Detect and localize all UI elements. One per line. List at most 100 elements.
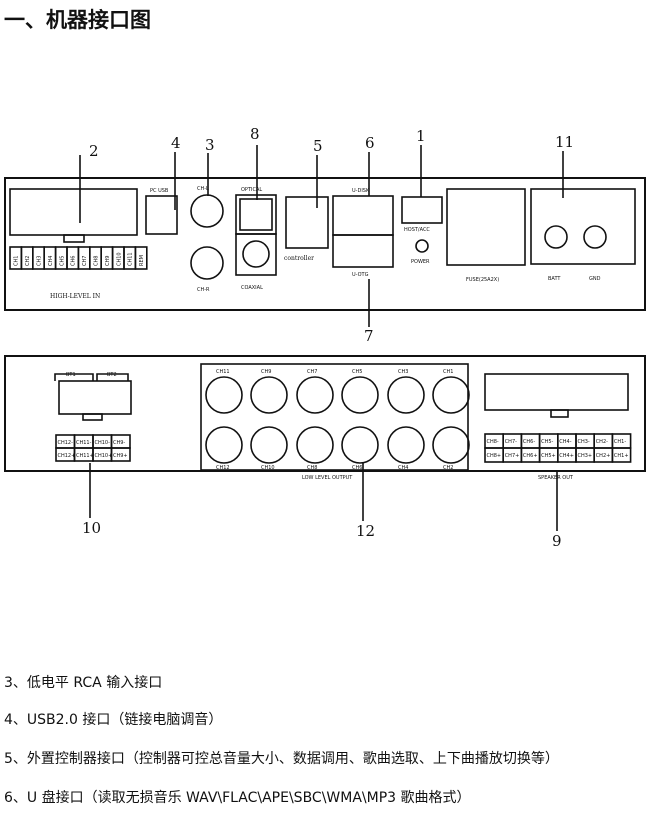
high-level-in-connector	[9, 188, 138, 236]
rca-output-label: CH1	[443, 369, 453, 375]
speaker-out-latch	[550, 409, 569, 418]
gnd-label: GND	[589, 276, 601, 282]
speaker-out-pin-label: CH4-	[559, 439, 571, 445]
section-title: 一、机器接口图	[4, 8, 151, 32]
speaker-out-pin	[611, 447, 632, 463]
bt2-label: BT2	[107, 372, 117, 378]
bt1-label: BT1	[66, 372, 76, 378]
speaker-out-connector	[484, 373, 629, 411]
speaker-out-pin-label: CH2+	[596, 453, 611, 459]
description-item-4: 4、USB2.0 接口（链接电脑调音）	[4, 712, 223, 728]
optical-port-frame	[235, 194, 277, 235]
rca-output-jack	[205, 376, 243, 414]
rca-output-label: CH10	[261, 465, 275, 471]
speaker-out-pin-label: CH5-	[541, 439, 553, 445]
high-level-pin-label: CH6	[71, 256, 77, 266]
rca-output-label: CH6	[352, 465, 362, 471]
rca-output-label: CH8	[307, 465, 317, 471]
rca-output-jack	[341, 376, 379, 414]
bt-pin-label: CH10+	[95, 453, 113, 459]
rca-ch-l-jack	[190, 194, 224, 228]
coaxial-jack	[242, 240, 270, 268]
rca-output-jack	[387, 376, 425, 414]
speaker-out-label: SPEAKER OUT	[538, 475, 574, 481]
speaker-out-pin-label: CH7+	[505, 453, 520, 459]
u-disk-port	[332, 195, 394, 236]
rca-output-jack	[205, 426, 243, 464]
u-disk-label: U-DISK	[352, 188, 370, 194]
rca-ch-r-jack	[190, 246, 224, 280]
low-level-output-label: LOW LEVEL OUTPUT	[302, 475, 353, 481]
host-acc-label: HOST/ACC	[404, 227, 430, 233]
pc-usb-port	[145, 195, 178, 235]
high-level-pin-label: REM	[139, 255, 145, 266]
bt-latch	[82, 413, 103, 421]
callout-9: 9	[552, 532, 562, 550]
rca-output-jack	[432, 426, 470, 464]
rca-output-label: CH12	[216, 465, 230, 471]
controller-label: controller	[284, 255, 314, 262]
power-indicator	[415, 239, 429, 253]
rca-output-label: CH9	[261, 369, 271, 375]
high-level-pin	[134, 246, 148, 270]
speaker-out-pin-label: CH1-	[614, 439, 626, 445]
speaker-out-pin-label: CH5+	[541, 453, 556, 459]
callout-lines	[79, 145, 564, 531]
rca-output-jack	[432, 376, 470, 414]
u-otg-port	[332, 234, 394, 268]
callout-7: 7	[364, 327, 374, 345]
callout-2: 2	[89, 142, 99, 160]
rca-output-label: CH7	[307, 369, 317, 375]
power-label: POWER	[411, 259, 430, 265]
high-level-pin-label: CH3	[37, 256, 43, 266]
top-panel-outline	[4, 177, 646, 311]
controller-port	[285, 196, 329, 249]
pc-usb-label: PC USB	[150, 188, 169, 194]
speaker-out-pin-label: CH8-	[487, 439, 499, 445]
batt-label: BATT	[548, 276, 561, 282]
fuse-label: FUSE(25A2X)	[466, 277, 499, 283]
rca-output-label: CH3	[398, 369, 408, 375]
callout-8: 8	[250, 125, 260, 143]
callout-5: 5	[313, 137, 323, 155]
high-level-pin-label: CH8	[94, 256, 100, 266]
bt-pin-label: CH10-	[95, 440, 111, 446]
callout-6: 6	[365, 134, 375, 152]
high-level-pin-label: CH4	[48, 256, 54, 266]
callout-11: 11	[555, 133, 574, 151]
rca-output-jack	[250, 376, 288, 414]
bt-pin-label: CH12+	[58, 453, 76, 459]
speaker-out-pin-grid: CH8-CH7-CH6-CH5-CH4-CH3-CH2-CH1-CH8+CH7+…	[484, 433, 632, 463]
rca-output-jack	[341, 426, 379, 464]
bt-pin-label: CH12-	[58, 440, 74, 446]
callout-10: 10	[82, 519, 101, 537]
speaker-out-pin-label: CH3+	[578, 453, 593, 459]
speaker-out-pin-label: CH2-	[596, 439, 608, 445]
speaker-out-pin-label: CH7-	[505, 439, 517, 445]
bt-pin-label: CH9+	[113, 453, 128, 459]
high-level-pin-label: CH7	[82, 256, 88, 266]
high-level-pin-label: CH5	[59, 256, 65, 266]
rca-output-label: CH11	[216, 369, 230, 375]
description-item-3: 3、低电平 RCA 输入接口	[4, 675, 163, 691]
rca-output-label: CH5	[352, 369, 362, 375]
power-terminal-block	[530, 188, 636, 265]
callout-1: 1	[416, 127, 426, 145]
fuse-holder	[446, 188, 526, 266]
rca-output-jack	[296, 376, 334, 414]
bt-pin	[110, 447, 131, 462]
speaker-out-pin-label: CH8+	[487, 453, 502, 459]
speaker-out-pin-label: CH6+	[523, 453, 538, 459]
bt-pin-label: CH11-	[76, 440, 92, 446]
callout-4: 4	[171, 134, 181, 152]
low-level-output-panel	[200, 363, 469, 471]
description-item-6: 6、U 盘接口（读取无损音乐 WAV\FLAC\APE\SBC\WMA\MP3 …	[4, 790, 471, 806]
callout-3: 3	[205, 136, 215, 154]
rca-output-jack	[296, 426, 334, 464]
high-level-pin-label: CH9	[105, 256, 111, 266]
coaxial-port-frame	[235, 233, 277, 276]
speaker-out-pin-label: CH3-	[578, 439, 590, 445]
